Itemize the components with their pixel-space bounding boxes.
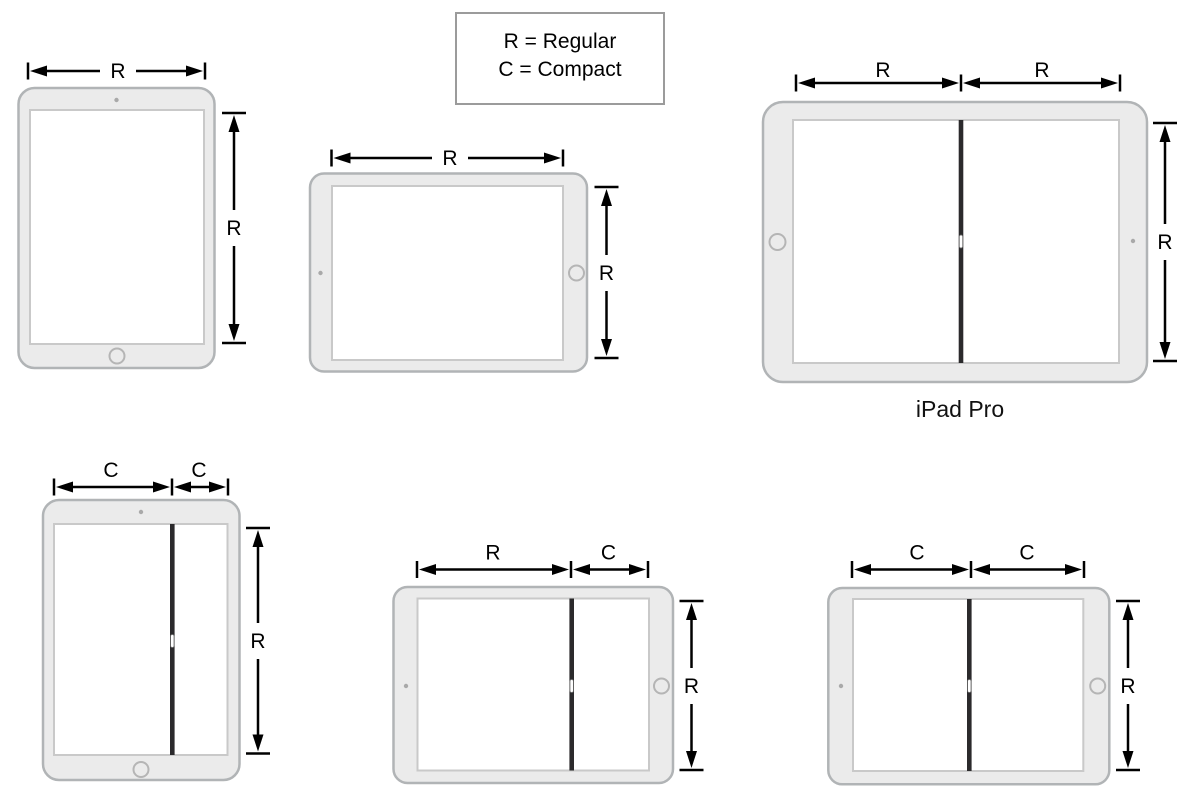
dimension-label: C xyxy=(601,542,616,565)
dimension-label: R xyxy=(442,147,457,170)
ipad-screen xyxy=(331,185,564,361)
legend: R = Regular C = Compact xyxy=(455,12,665,105)
arrowhead-down-icon xyxy=(601,339,612,356)
legend-line: R = Regular xyxy=(504,30,617,53)
arrowhead-left-icon xyxy=(854,564,871,575)
camera-icon xyxy=(114,97,119,103)
home-button-icon xyxy=(132,761,150,778)
arrowhead-right-icon xyxy=(552,564,569,575)
camera-icon xyxy=(1130,238,1136,244)
home-button-icon xyxy=(108,347,126,365)
divider-handle-icon xyxy=(958,234,964,249)
home-button-icon xyxy=(768,233,787,251)
arrowhead-right-icon xyxy=(209,481,226,493)
height-dimension-arrow: R xyxy=(679,599,704,772)
arrowhead-down-icon xyxy=(228,324,240,341)
arrowhead-left-icon xyxy=(973,564,990,575)
arrowhead-left-icon xyxy=(30,65,47,77)
arrowhead-right-icon xyxy=(629,564,646,575)
arrowhead-down-icon xyxy=(686,751,697,768)
width-dimension-arrow-left-pane: R xyxy=(794,59,963,92)
ipad-screen xyxy=(792,119,1120,364)
arrowhead-down-icon xyxy=(1122,751,1134,768)
home-button-icon xyxy=(1089,677,1107,695)
arrowhead-up-icon xyxy=(228,115,240,132)
dimension-label: R xyxy=(684,675,699,698)
width-dimension-arrow-right-pane: C xyxy=(973,542,1086,578)
height-dimension-arrow: R xyxy=(1153,121,1177,363)
arrowhead-right-icon xyxy=(942,77,959,89)
height-dimension-arrow: R xyxy=(222,111,246,345)
ipad-screen xyxy=(29,109,205,345)
dimension-label: R xyxy=(1120,675,1135,698)
divider-handle-icon xyxy=(170,634,175,648)
dimension-label: R xyxy=(1157,231,1172,254)
legend-box xyxy=(455,12,665,105)
dimension-label: R xyxy=(110,60,125,83)
arrowhead-left-icon xyxy=(333,152,351,164)
ipad-screen xyxy=(53,523,229,756)
arrowhead-up-icon xyxy=(686,603,697,620)
arrowhead-right-icon xyxy=(186,65,203,77)
home-button-icon xyxy=(653,677,670,695)
arrowhead-up-icon xyxy=(1159,125,1171,142)
device-ipad-pro-landscape-split: R R R iPad Pro xyxy=(761,59,1177,422)
width-dimension-arrow: R xyxy=(26,60,207,83)
arrowhead-left-icon xyxy=(419,564,436,575)
arrowhead-up-icon xyxy=(252,530,264,547)
height-dimension-arrow: R xyxy=(246,526,270,755)
arrowhead-left-icon xyxy=(798,77,815,89)
arrowhead-left-icon xyxy=(56,481,73,493)
width-dimension-arrow-left-pane: C xyxy=(52,459,174,496)
divider-handle-icon xyxy=(967,679,972,693)
height-dimension-arrow: R xyxy=(1116,599,1140,772)
device-ipad-landscape-split-cc: C C R xyxy=(827,542,1140,786)
arrowhead-left-icon xyxy=(963,77,980,89)
dimension-label: R xyxy=(485,542,500,565)
dimension-label: R xyxy=(226,217,241,240)
dimension-label: C xyxy=(191,459,206,482)
dimension-label: C xyxy=(1019,542,1034,565)
width-dimension-arrow: R xyxy=(330,147,565,170)
width-dimension-arrow-right-pane: C xyxy=(573,542,650,578)
dimension-label: R xyxy=(599,262,614,285)
device-ipad-landscape-split-rc: R C R xyxy=(392,542,704,785)
arrowhead-right-icon xyxy=(153,481,170,493)
arrowhead-right-icon xyxy=(1065,564,1082,575)
camera-icon xyxy=(138,509,144,515)
dimension-label: C xyxy=(909,542,924,565)
divider-handle-icon xyxy=(569,679,574,693)
device-ipad-portrait-split: C C R xyxy=(41,459,270,782)
device-ipad-landscape-fullscreen: R R xyxy=(308,147,619,373)
camera-icon xyxy=(403,683,409,689)
arrowhead-right-icon xyxy=(952,564,969,575)
width-dimension-arrow-left-pane: R xyxy=(415,542,573,578)
height-dimension-arrow: R xyxy=(594,185,619,360)
home-button-icon xyxy=(568,264,585,282)
dimension-label: R xyxy=(875,59,890,82)
width-dimension-arrow-left-pane: C xyxy=(850,542,973,578)
dimension-label: C xyxy=(103,459,118,482)
arrowhead-left-icon xyxy=(174,481,191,493)
dimension-label: R xyxy=(1034,59,1049,82)
dimension-label: R xyxy=(250,630,265,653)
arrowhead-left-icon xyxy=(573,564,590,575)
ipad-screen xyxy=(416,597,650,772)
arrowhead-down-icon xyxy=(1159,342,1171,359)
legend-line: C = Compact xyxy=(498,58,621,81)
width-dimension-arrow-right-pane: C xyxy=(174,459,230,496)
device-ipad-portrait-fullscreen: R R xyxy=(17,60,246,370)
camera-icon xyxy=(318,270,323,276)
arrowhead-up-icon xyxy=(1122,603,1134,620)
arrowhead-right-icon xyxy=(1101,77,1118,89)
width-dimension-arrow-right-pane: R xyxy=(963,59,1122,92)
camera-icon xyxy=(838,683,844,689)
device-caption: iPad Pro xyxy=(916,396,1004,422)
arrowhead-up-icon xyxy=(601,189,612,206)
arrowhead-down-icon xyxy=(252,734,264,752)
arrowhead-right-icon xyxy=(544,152,561,164)
